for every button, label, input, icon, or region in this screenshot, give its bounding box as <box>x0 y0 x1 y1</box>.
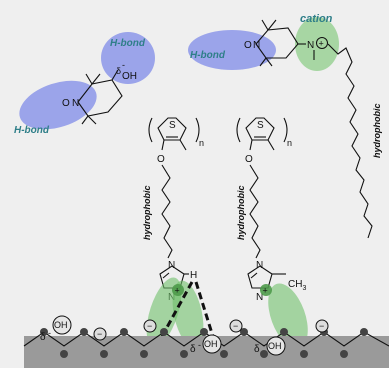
surface-minus-3: − <box>233 321 238 331</box>
tempo-cation-molecule: H-bond cation O N N + hydrophobic <box>188 13 382 239</box>
surface-oh-2: OH <box>204 339 218 349</box>
nitrogen-upper-left: N <box>168 260 175 271</box>
hydrophobic-label-left: hydrophobic <box>142 186 152 241</box>
nitrogen-atom-label-right: N <box>253 40 260 51</box>
hbond-ellipse-left <box>19 80 97 130</box>
sulfur-atom-left: S <box>169 120 176 131</box>
surface-minus-4: − <box>319 321 324 331</box>
surface-oh-3: OH <box>268 341 282 351</box>
polymer-right: n S O hydrophobic N N CH3 <box>236 117 306 303</box>
repeat-n-left: n <box>199 138 204 148</box>
hydrogen-atom-label: H <box>190 270 197 281</box>
surface-minus-1: − <box>97 329 102 339</box>
surface-delta-3: δ <box>254 344 260 355</box>
nitrogen-cation-label: N <box>307 40 314 51</box>
surface-delta-2: δ <box>190 344 196 355</box>
methyl-label: CH3 <box>288 279 306 292</box>
repeat-n-right: n <box>287 138 292 148</box>
surface-delta-minus-2: - <box>198 340 201 350</box>
nitrogen-upper-right: N <box>256 260 263 271</box>
surface-negative-sites: − − − − <box>93 319 329 341</box>
hbond-label-left: H-bond <box>14 125 50 136</box>
surface-delta-minus-3: - <box>262 340 265 350</box>
cation-plus-sign: + <box>319 39 324 49</box>
ether-oxygen-right: O <box>245 154 253 165</box>
hbond-ellipse-right <box>188 30 276 70</box>
interaction-zone-right <box>268 283 308 349</box>
surface-atoms <box>40 328 368 358</box>
hydroxyl-label: OH <box>122 71 137 82</box>
cation-plus-circle <box>316 37 328 49</box>
surface-oh-1: OH <box>54 320 68 330</box>
surface-delta-minus-1: - <box>48 328 51 338</box>
delta-minus-sign: - <box>122 60 125 70</box>
surface-minus-2: − <box>147 321 152 331</box>
hbond-label-right: H-bond <box>190 50 226 61</box>
cation-plus-right: + <box>263 286 268 296</box>
cation-label: cation <box>300 13 333 25</box>
cation-plus-circle-right <box>260 284 272 296</box>
hydrophobic-label-right: hydrophobic <box>236 186 246 241</box>
tempo-oh-molecule: H-bond H-bond O N δ - OH <box>14 32 155 136</box>
ether-oxygen-left: O <box>157 154 165 165</box>
hbond-ellipse-upper <box>101 32 155 84</box>
oxide-surface: OH OH OH δ - δ - δ - − − − − <box>23 315 389 368</box>
cation-plus-left: + <box>175 286 180 296</box>
surface-hydroxyls: OH OH OH <box>52 315 286 356</box>
hbond-label-upper: H-bond <box>110 38 146 49</box>
sulfur-atom-right: S <box>257 120 264 131</box>
cation-plus-circle-left <box>172 284 184 296</box>
delta-label: δ <box>116 66 121 76</box>
polymer-left: n S O hydrophobic N N H <box>142 117 204 303</box>
interaction-zone-left-2 <box>172 280 204 348</box>
nitrogen-atom-label: N <box>72 98 79 109</box>
hydrophobic-label-chain: hydrophobic <box>372 104 382 159</box>
nitrogen-lower-right: N <box>256 292 263 303</box>
dashed-hbond-line-2 <box>194 281 216 341</box>
oxyl-atom-label: O <box>62 98 70 109</box>
surface-delta-1: δ <box>40 332 46 343</box>
oxyl-atom-label-right: O <box>244 40 252 51</box>
surface-deltas: δ - δ - δ - <box>40 328 265 355</box>
